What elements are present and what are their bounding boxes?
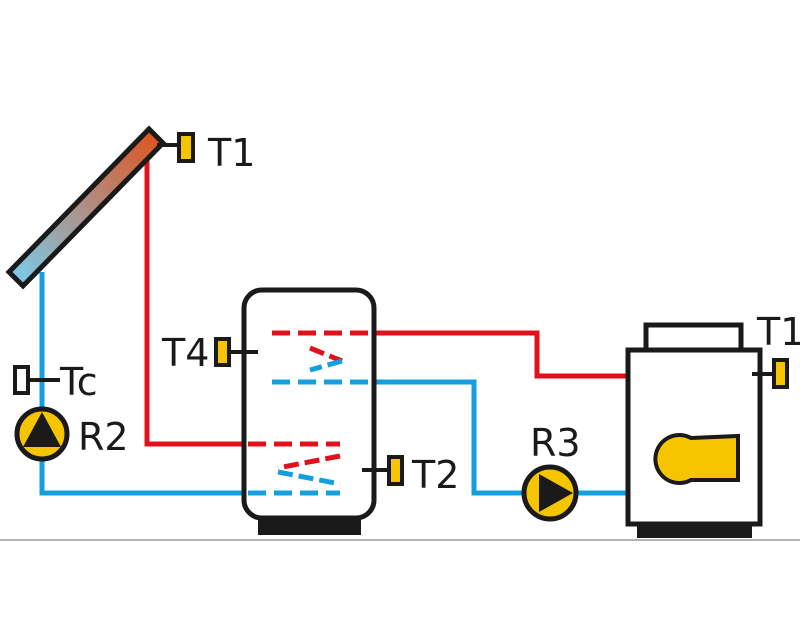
upper-tank-sensor-label: T4 <box>161 331 209 375</box>
upper-coil <box>272 330 370 385</box>
return-sensor: Tc <box>13 360 98 404</box>
boiler-sensor-icon <box>772 358 789 389</box>
collector-flow-pipe <box>144 143 248 447</box>
burner-fan-icon <box>653 433 740 485</box>
boiler-sensor-label: T1 <box>756 310 800 354</box>
boiler-return-pipe <box>370 379 628 496</box>
storage-tank <box>241 287 377 535</box>
upper-coil-cold-turn <box>309 358 343 373</box>
lower-tank-sensor: T2 <box>362 453 459 497</box>
solar-collector <box>5 125 167 290</box>
return-sensor-icon <box>13 365 30 395</box>
collector-sensor-icon <box>177 132 195 163</box>
tank-body <box>241 287 377 521</box>
collector-return-pipe <box>39 272 248 496</box>
upper-tank-sensor-icon <box>214 337 231 367</box>
collector-sensor-label: T1 <box>207 131 255 175</box>
pump-arrow-up-icon <box>23 412 61 447</box>
collector-pump-label: R2 <box>78 415 129 459</box>
lower-coil-hot-turn <box>277 453 341 471</box>
boiler-pump: R3 <box>521 421 581 522</box>
return-sensor-label: Tc <box>59 360 98 404</box>
upper-coil-hot-turn <box>309 345 343 364</box>
lower-tank-sensor-icon <box>387 455 404 486</box>
boiler-flow-pipe <box>370 330 628 379</box>
upper-tank-sensor: T4 <box>161 331 258 375</box>
lower-coil-cold-turn <box>277 469 341 487</box>
lower-tank-sensor-label: T2 <box>411 453 459 497</box>
boiler <box>625 322 763 538</box>
collector-pump: R2 <box>14 406 129 462</box>
collector-panel <box>5 125 167 290</box>
boiler-pump-label: R3 <box>530 421 581 465</box>
collector-sensor: T1 <box>157 131 255 175</box>
pump-arrow-right-icon <box>539 474 573 512</box>
lower-coil <box>248 441 341 496</box>
boiler-sensor: T1 <box>752 310 800 389</box>
